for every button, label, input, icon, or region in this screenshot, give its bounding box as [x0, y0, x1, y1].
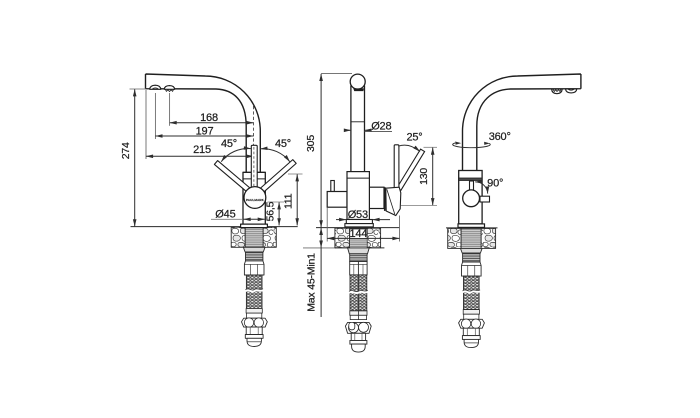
svg-text:111: 111 [283, 193, 295, 209]
svg-text:274: 274 [120, 142, 132, 159]
svg-text:Max 45-Min1: Max 45-Min1 [306, 253, 318, 312]
svg-text:144: 144 [350, 228, 368, 240]
svg-text:130: 130 [418, 168, 430, 185]
svg-text:Ø28: Ø28 [371, 121, 391, 133]
svg-text:56,5: 56,5 [264, 201, 276, 221]
svg-text:305: 305 [305, 135, 317, 152]
svg-text:Ø45: Ø45 [215, 209, 235, 221]
svg-text:45°: 45° [221, 138, 237, 150]
svg-text:215: 215 [193, 144, 211, 156]
svg-text:PAULMARK: PAULMARK [246, 198, 264, 202]
svg-text:360°: 360° [489, 131, 511, 143]
svg-text:Ø53: Ø53 [348, 209, 368, 221]
svg-text:25°: 25° [406, 132, 422, 144]
svg-text:168: 168 [200, 112, 218, 124]
svg-text:45°: 45° [275, 138, 291, 150]
svg-text:90°: 90° [487, 178, 503, 190]
svg-text:197: 197 [196, 126, 214, 138]
